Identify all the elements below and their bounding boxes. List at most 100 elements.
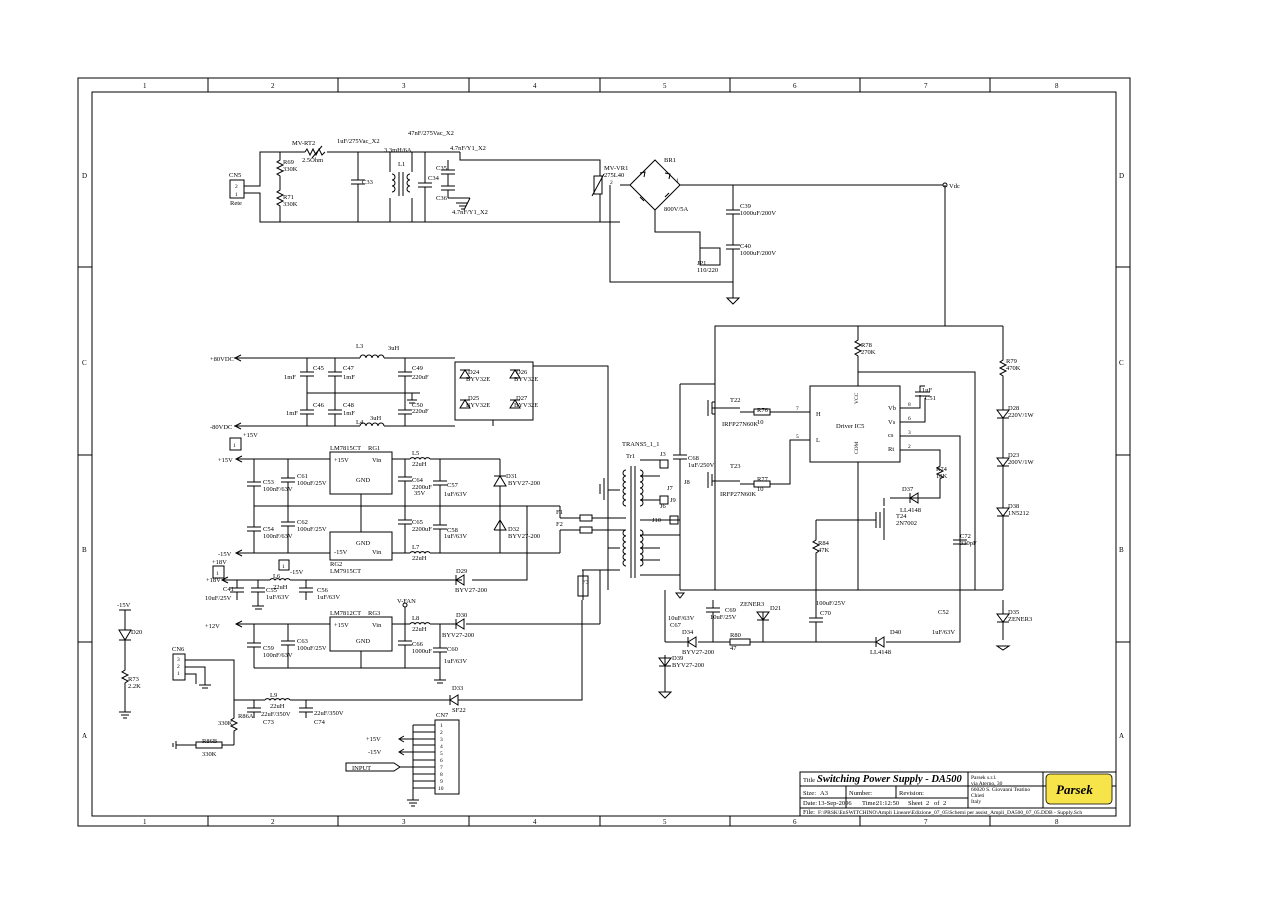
outer-frame	[77, 77, 1131, 827]
ic5-cs: cs	[888, 432, 894, 439]
r78-label: R78	[861, 342, 872, 349]
r86b-label: R86B	[202, 738, 218, 745]
zone-col-4-top: 4	[533, 82, 537, 90]
r84-value: 47K	[818, 547, 830, 554]
d32-label: D32	[508, 526, 519, 533]
rg1-label: RG1	[368, 445, 380, 452]
c39-label: C39	[740, 203, 751, 210]
d38-label: D38	[1008, 503, 1019, 510]
p18-label: +18V	[206, 577, 221, 584]
c62-label: C62	[297, 519, 308, 526]
l5-value: 22uH	[412, 461, 427, 468]
zone-row-a-left: A	[82, 732, 87, 740]
c73-value: 22uF/350V	[261, 711, 291, 718]
j9-label: J9	[670, 497, 676, 504]
c66-label: C66	[412, 641, 424, 648]
mvvr1-label: MV-VR1	[604, 165, 628, 172]
c73-label: C73	[263, 719, 274, 726]
m15-box-pin: 1	[282, 564, 285, 570]
tb-sheet: 2	[926, 800, 929, 807]
title-block: Title Switching Power Supply - DA500 Siz…	[799, 771, 1117, 817]
c59-value: 100nF/63V	[263, 652, 293, 659]
zone-row-b-left: B	[82, 546, 87, 554]
c34-label: C34	[428, 175, 440, 182]
rg2-regulator	[329, 531, 393, 561]
cn7-pin5: 5	[440, 751, 443, 757]
tb-file: F:\PRSK\EnSWITCHINO\Ampli Lineare\Edizio…	[818, 810, 1082, 816]
tb-company-line5: Italy	[971, 799, 981, 805]
p80-label: +80VDC	[210, 356, 234, 363]
c61-value: 100uF/25V	[297, 480, 327, 487]
d26-label: D26	[516, 369, 528, 376]
l6-label: L6	[273, 573, 281, 580]
d33-label: D33	[452, 685, 463, 692]
d27-value: BYV32E	[514, 402, 538, 409]
p15-box-pin: 1	[233, 443, 236, 449]
cn7-pin7: 7	[440, 765, 443, 771]
c68-label: C68	[688, 455, 699, 462]
r79-label: R79	[1006, 358, 1017, 365]
l9-label: L9	[270, 692, 277, 699]
cn7-p15-label: +15V	[366, 736, 381, 743]
zone-col-2-bottom: 2	[271, 818, 275, 826]
ic5-vb: Vb	[888, 405, 896, 412]
c70-value: 100uF/25V	[816, 600, 846, 607]
r74-label: R74	[936, 466, 948, 473]
c70-label: C70	[820, 610, 831, 617]
cn6-pin2: 2	[177, 664, 180, 670]
c51-value: 1uF	[922, 387, 933, 394]
rg3-regulator	[329, 616, 393, 652]
c39-value: 1000uF/200V	[740, 210, 776, 217]
c53-label: C53	[263, 479, 274, 486]
r76-label: R76	[757, 407, 769, 414]
cn6-pin3: 3	[177, 657, 180, 663]
zone-col-1-bottom: 1	[143, 818, 147, 826]
ic5-pin6: 6	[908, 416, 911, 422]
rg3-vout: +15V	[334, 622, 349, 629]
c40-value: 1000uF/200V	[740, 250, 776, 257]
c48-value: 1mF	[343, 410, 355, 417]
l1-value: 3.3mH/6A	[384, 147, 412, 154]
d29-value: BYV27-200	[455, 587, 487, 594]
l6-value: 22uH	[273, 584, 288, 591]
c54-value: 100nF/63V	[263, 533, 293, 540]
d30-value: BYV27-200	[442, 632, 474, 639]
d40-value: LL4148	[870, 649, 891, 656]
c46-value: 1mF	[286, 410, 298, 417]
tb-sheet-label: Sheet	[908, 800, 923, 807]
c45-value: 1mF	[284, 374, 296, 381]
f2-label: F2	[556, 521, 563, 528]
d33-value: SF22	[452, 707, 466, 714]
c64-value: 2200uF	[412, 484, 432, 491]
cn5-label: CN5	[229, 172, 241, 179]
c69-label: C69	[725, 607, 736, 614]
zone-col-1-top: 1	[143, 82, 147, 90]
d24-value: BYV32E	[466, 376, 490, 383]
rg3-vin: Vin	[372, 622, 382, 629]
r86a-value: 330K	[218, 720, 233, 727]
c60-value: 1uF/63V	[444, 658, 467, 665]
c50-label: C50	[412, 402, 423, 409]
r74-value: 18K	[936, 473, 948, 480]
d23-label: D23	[1008, 452, 1019, 459]
c-x2b-label: 47nF/275Vac_X2	[408, 130, 454, 137]
d38-value: 1N5212	[1008, 510, 1029, 517]
mvvr1-pin: 2	[610, 180, 613, 186]
cn5-connector	[229, 179, 245, 199]
t24-label: T24	[896, 513, 907, 520]
f3-label: F3	[582, 579, 589, 586]
l9-value: 22uH	[270, 703, 285, 710]
c49-value: 220uF	[412, 374, 429, 381]
zone-row-b-right: B	[1119, 546, 1124, 554]
r71-value: 330K	[283, 201, 298, 208]
d26-value: BYV32E	[514, 376, 538, 383]
r69-value: 330K	[283, 166, 298, 173]
j10-label: J10	[652, 517, 661, 524]
vdc-label: Vdc	[949, 183, 960, 190]
c64-label: C64	[412, 477, 424, 484]
ic5-rt: Rt	[888, 446, 894, 453]
cn7-pin8: 8	[440, 772, 443, 778]
cn7-pin3: 3	[440, 737, 443, 743]
tb-title: Switching Power Supply - DA500	[817, 774, 962, 785]
